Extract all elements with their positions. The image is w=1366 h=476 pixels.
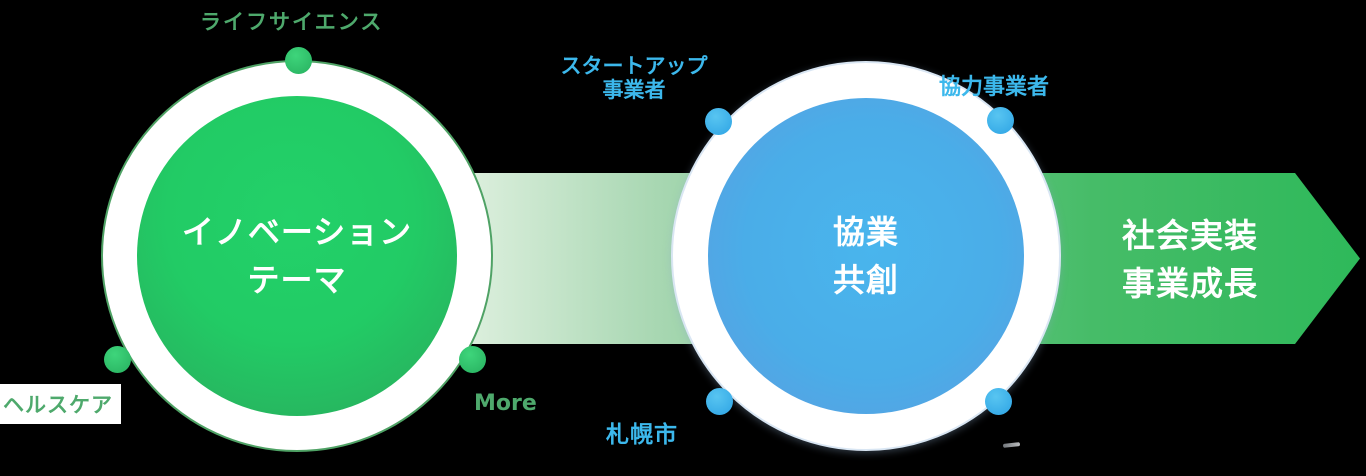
healthcare-node-dot	[104, 346, 131, 373]
label-partner-companies: 協力事業者	[939, 75, 1050, 100]
lifescience-node-dot	[285, 47, 312, 74]
label-more: More	[474, 391, 537, 416]
innovation-title-line2: テーマ	[247, 261, 347, 299]
label-startup-line1: スタートアップ	[560, 54, 708, 78]
more-node-dot	[459, 346, 486, 373]
label-healthcare: ヘルスケア	[0, 384, 121, 424]
smudge-artifact	[1002, 442, 1021, 448]
innovation-circle: イノベーション テーマ	[137, 96, 457, 416]
label-startup-line2: 事業者	[602, 78, 666, 102]
partner-node-dot	[987, 107, 1014, 134]
collaboration-circle: 協業 共創	[708, 98, 1024, 414]
unlabeled-node-dot	[985, 388, 1012, 415]
collaboration-title-line1: 協業	[832, 213, 899, 251]
sapporo-node-dot	[706, 388, 733, 415]
outcome-arrow-label: 社会実装 事業成長	[1105, 212, 1275, 308]
outcome-label-line2: 事業成長	[1122, 264, 1258, 303]
collaboration-title-line2: 共創	[832, 261, 899, 299]
startup-node-dot	[705, 108, 732, 135]
innovation-title-line1: イノベーション	[181, 213, 413, 251]
label-lifescience: ライフサイエンス	[200, 10, 384, 34]
outcome-label-line1: 社会実装	[1122, 216, 1258, 255]
label-sapporo-city: 札幌市	[606, 422, 678, 448]
label-startup-companies: スタートアップ 事業者	[544, 54, 724, 102]
